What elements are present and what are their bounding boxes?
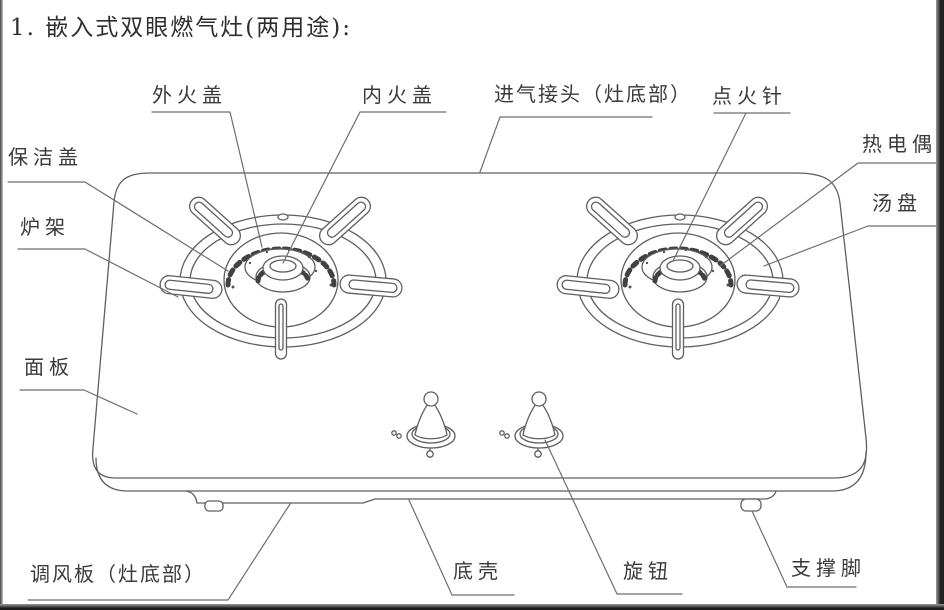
leader-thermocouple [719,162,941,267]
leader-pot-rack [17,248,179,298]
leader-bottom-shell [408,499,515,596]
leader-clean-cover [7,181,229,272]
part-label-drip-pan: 汤盘 [872,191,922,215]
part-label-bottom-shell: 底壳 [453,559,503,583]
leader-gas-inlet-joint [479,116,653,173]
part-label-pot-rack: 炉架 [20,215,70,239]
scan-edge-bottom [0,604,944,610]
part-label-thermocouple: 热电偶 [862,132,937,156]
part-label-support-foot: 支撑脚 [791,556,866,580]
leader-outer-flame-cap [151,111,263,248]
part-label-ignition-needle: 点火针 [712,84,787,108]
leader-panel [19,389,138,415]
support-foot-left [204,500,224,512]
leader-air-regulating-plate [27,503,291,601]
part-label-air-regulating-plate: 调风板（灶底部） [30,562,206,586]
part-label-inner-flame-cap: 内火盖 [362,83,437,107]
support-foot-right [740,498,762,512]
part-label-outer-flame-cap: 外火盖 [152,83,227,107]
scan-edge-right [936,0,944,610]
bottom-shell-outline [185,490,777,504]
scan-edge-left [0,0,3,610]
leader-lines [7,111,941,601]
part-label-clean-cover: 保洁盖 [8,145,83,169]
leader-knob [544,439,683,595]
part-label-panel: 面板 [24,355,74,379]
page-title: 1. 嵌入式双眼燃气灶(两用途): [10,15,352,41]
leader-support-foot [751,510,857,588]
leader-ignition-needle [672,112,791,262]
leader-drip-pan [763,225,939,267]
part-label-knob: 旋钮 [623,559,673,583]
leader-inner-flame-cap [282,111,447,264]
part-label-gas-inlet-joint: 进气接头（灶底部） [494,82,692,106]
stove-panel-front-edge [95,451,867,492]
